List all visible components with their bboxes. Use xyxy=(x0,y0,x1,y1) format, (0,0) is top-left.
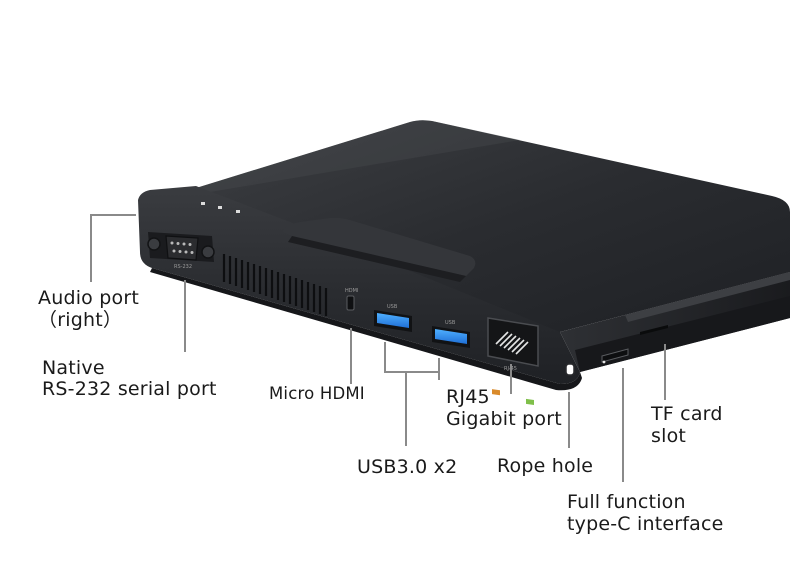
rj45-port xyxy=(487,317,539,406)
label-rope-hole: Rope hole xyxy=(497,455,594,477)
label-typec-line2: type-C interface xyxy=(567,513,724,535)
leader-audio-v xyxy=(90,214,92,282)
leader-tf xyxy=(664,344,666,400)
hdmi-marking: HDMI xyxy=(345,288,358,294)
leader-hdmi xyxy=(350,328,352,384)
vent-grille xyxy=(222,254,328,316)
leader-usb-right xyxy=(438,358,440,380)
leader-rj45 xyxy=(510,364,512,394)
leader-typec xyxy=(622,368,624,482)
label-serial-line1: Native xyxy=(42,357,105,379)
leader-usb-v xyxy=(405,371,407,446)
usb-port-2 xyxy=(432,326,470,348)
label-rj45-line1: RJ45 xyxy=(446,386,490,408)
micro-hdmi-port xyxy=(346,295,355,311)
label-tf-line2: slot xyxy=(651,425,687,447)
typec-port xyxy=(601,348,629,364)
hinge-bar xyxy=(282,217,476,282)
laptop-lid xyxy=(196,120,790,334)
indicator-leds xyxy=(201,202,240,213)
label-audio-port-side: （right） xyxy=(38,309,123,331)
label-typec-line1: Full function xyxy=(567,491,686,513)
usb-port-1 xyxy=(374,310,412,332)
label-usb: USB3.0 x2 xyxy=(357,456,458,478)
rope-hole xyxy=(565,363,575,376)
leader-audio-h xyxy=(90,214,136,216)
label-micro-hdmi: Micro HDMI xyxy=(269,384,365,403)
label-serial-line2: RS-232 serial port xyxy=(42,378,217,400)
leader-usb-h xyxy=(384,371,440,373)
rs232-marking: RS-232 xyxy=(174,264,192,270)
usb-b-marking: USB xyxy=(445,320,456,326)
label-tf-line1: TF card xyxy=(651,403,723,425)
laptop-right-side xyxy=(560,272,790,372)
tf-card-slot xyxy=(640,325,668,335)
leader-serial xyxy=(184,280,186,352)
label-rj45-line2: Gigabit port xyxy=(446,408,562,430)
leader-rope xyxy=(568,392,570,448)
label-audio-port: Audio port xyxy=(38,287,139,309)
leader-usb-left xyxy=(384,342,386,372)
usb-a-marking: USB xyxy=(387,304,398,310)
rs232-port xyxy=(147,232,215,262)
